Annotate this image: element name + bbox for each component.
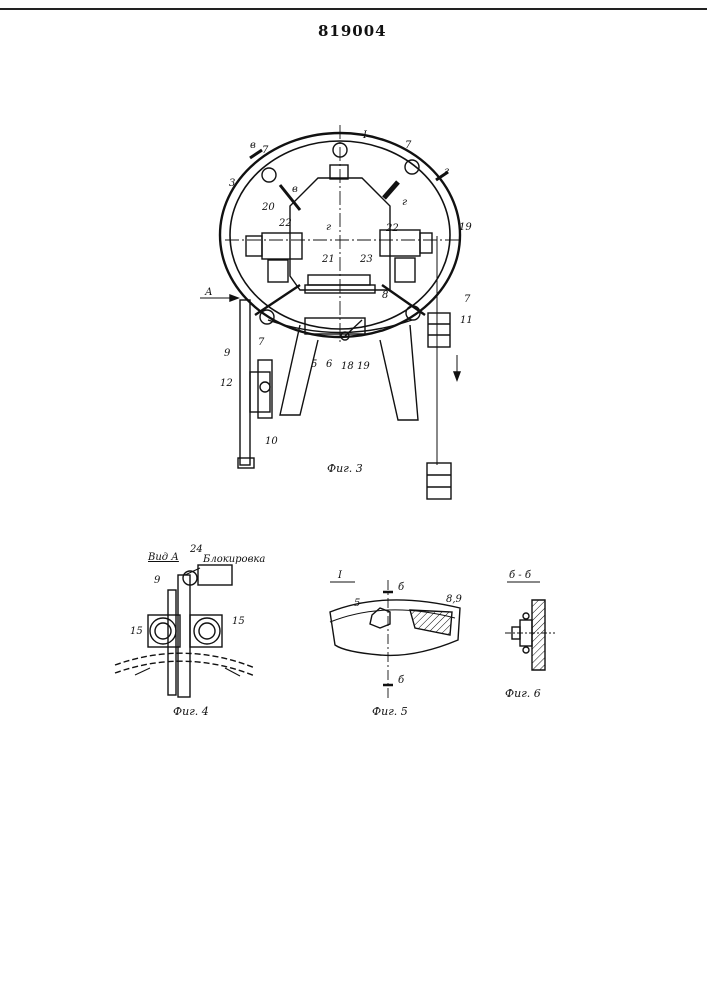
right-clamp-jaw (420, 233, 432, 253)
label-12: 12 (220, 378, 233, 389)
label-11: 11 (460, 315, 473, 326)
figure-6 (505, 582, 555, 670)
left-roller-outer (150, 618, 176, 644)
label-9-fig4: 9 (154, 575, 161, 586)
block-box (198, 565, 232, 585)
counterweight-upper (428, 313, 450, 347)
section-mark-v-left (250, 150, 262, 158)
label-5-fig5: 5 (354, 598, 360, 609)
fig4-title: Вид А (147, 552, 179, 563)
label-8: 8 (382, 290, 388, 301)
right-roller-outer (194, 618, 220, 644)
label-g1: г (444, 166, 449, 177)
ring-section-dashed-2 (115, 661, 255, 676)
label-b-bottom: б (398, 675, 405, 686)
label-20: 20 (261, 202, 275, 213)
fig4-block-label: Блокировка (202, 554, 265, 565)
bolt-bottom (523, 647, 529, 653)
right-leg (380, 325, 418, 420)
right-bracket (395, 258, 415, 282)
figure-5-labels: I 5 8,9 б б Фиг. 5 (337, 570, 463, 718)
top-block (330, 165, 348, 179)
label-v1: в (250, 140, 256, 151)
label-21: 21 (321, 254, 335, 265)
label-7b: 7 (405, 140, 412, 151)
label-19a: 19 (459, 222, 472, 233)
right-roller-housing (190, 615, 222, 647)
label-6: 6 (326, 359, 333, 370)
label-7c: 7 (258, 337, 265, 348)
fig5-title: I (337, 570, 343, 581)
fig5-caption: Фиг. 5 (372, 705, 408, 718)
fig4-caption: Фиг. 4 (173, 705, 209, 718)
label-9: 9 (224, 348, 231, 359)
label-7d: 7 (464, 294, 471, 305)
label-b-top: б (398, 582, 405, 593)
counterweight-lower (427, 463, 451, 499)
hatched-insert (410, 610, 452, 635)
upper-left-roller (262, 168, 276, 182)
fig3-caption: Фиг. 3 (327, 462, 363, 475)
section-wall (532, 600, 545, 670)
right-roller-inner (199, 623, 215, 639)
carriage-wheel (260, 382, 270, 392)
label-22b: 22 (385, 223, 399, 234)
label-3: 3 (229, 178, 235, 189)
arrow-right (225, 668, 240, 676)
figure-3 (200, 125, 460, 499)
label-10: 10 (265, 436, 278, 447)
label-15-left: 15 (130, 626, 143, 637)
label-7a: 7 (262, 145, 269, 156)
arrow-left (135, 668, 150, 675)
left-strut (255, 285, 300, 315)
left-bracket (268, 260, 288, 282)
holder-upper-right (384, 182, 398, 198)
figure-5 (330, 580, 460, 700)
label-g-center: г (326, 222, 331, 233)
label-arrow-a: А (204, 287, 213, 298)
fig6-title: б - б (509, 570, 532, 581)
rod-9 (240, 300, 250, 465)
figure-3-labels: I 7 7 в в г г 3 20 22 22 19 21 23 8 7 7 … (204, 130, 473, 475)
label-18: 18 (341, 361, 354, 372)
label-15-right: 15 (232, 616, 245, 627)
bolt-top (523, 613, 529, 619)
left-leg (280, 325, 318, 415)
label-22a: 22 (278, 218, 292, 229)
ring-section-dashed-1 (115, 653, 255, 668)
label-8-9: 8,9 (446, 594, 463, 605)
table-21 (308, 275, 370, 285)
label-19b: 19 (357, 361, 370, 372)
left-roller-housing (148, 615, 180, 647)
label-v2: в (292, 184, 298, 195)
fig6-caption: Фиг. 6 (505, 687, 541, 700)
label-g2: г (402, 197, 407, 208)
arrow-a-head (230, 295, 238, 301)
left-clamp (262, 233, 302, 259)
label-5: 5 (311, 359, 317, 370)
left-clamp-jaw (246, 236, 262, 256)
down-arrow-head (454, 372, 460, 380)
label-23: 23 (359, 254, 373, 265)
label-24: 24 (189, 544, 203, 555)
